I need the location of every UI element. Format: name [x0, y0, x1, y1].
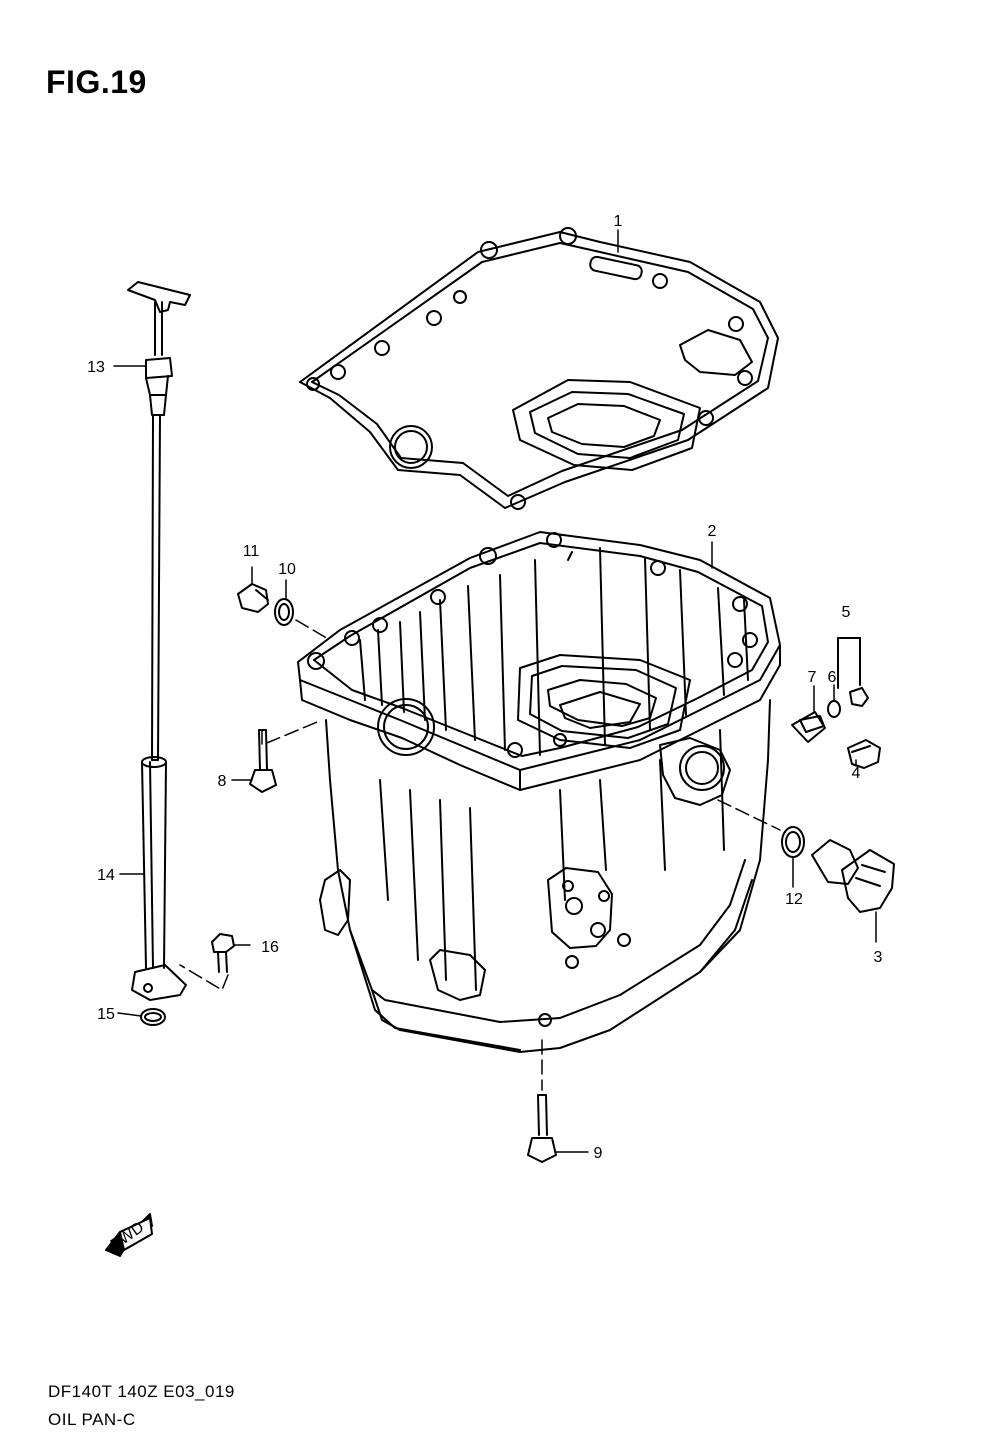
callout-1: 1: [614, 213, 623, 230]
drain-plug-o-ring-part: [781, 826, 805, 858]
plug-o-ring-part: [827, 700, 841, 718]
gasket-part: [299, 227, 779, 510]
callout-13: 13: [87, 359, 105, 376]
figure-code: DF140T 140Z E03_019: [48, 1382, 235, 1401]
callout-4: 4: [852, 765, 861, 782]
pan-bolt-lower-part: [527, 1094, 557, 1163]
callout-7: 7: [808, 669, 817, 686]
leader-lines: [113, 229, 877, 1153]
small-plug-part: [849, 687, 869, 707]
callout-16: 16: [261, 939, 279, 956]
side-plug-part: [237, 583, 269, 613]
dipstick-tube-part: [131, 756, 187, 1001]
drain-plug-part: [811, 839, 895, 913]
part-5-group-bracket: [837, 637, 861, 689]
callout-8: 8: [218, 773, 227, 790]
callout-15: 15: [97, 1006, 115, 1023]
assembly-lines: [179, 619, 781, 1091]
pan-bolt-upper-part: [249, 729, 277, 793]
forward-arrow-icon: [105, 1213, 153, 1257]
tube-bolt-part: [211, 933, 235, 973]
callout-labels: 1 2 3 4 5 6 7 8 9 10 11 12 13 14 15 16 F…: [87, 213, 882, 1254]
oil-filler-plug-part: [791, 711, 826, 743]
oil-pan-part: [297, 531, 781, 1053]
callout-2: 2: [708, 523, 717, 540]
callout-11: 11: [243, 543, 260, 560]
callout-9: 9: [594, 1145, 603, 1162]
callout-10: 10: [278, 561, 296, 578]
callout-12: 12: [785, 891, 803, 908]
callout-6: 6: [828, 669, 837, 686]
dipstick-part: [127, 281, 191, 761]
tube-o-ring-part: [140, 1008, 166, 1026]
cap-part: [847, 739, 881, 769]
callout-14: 14: [97, 867, 115, 884]
figure-caption: OIL PAN-C: [48, 1410, 136, 1429]
figure-title: FIG.19: [46, 64, 147, 100]
callout-3: 3: [874, 949, 883, 966]
callout-5: 5: [842, 604, 851, 621]
side-plug-washer-part: [274, 598, 294, 626]
